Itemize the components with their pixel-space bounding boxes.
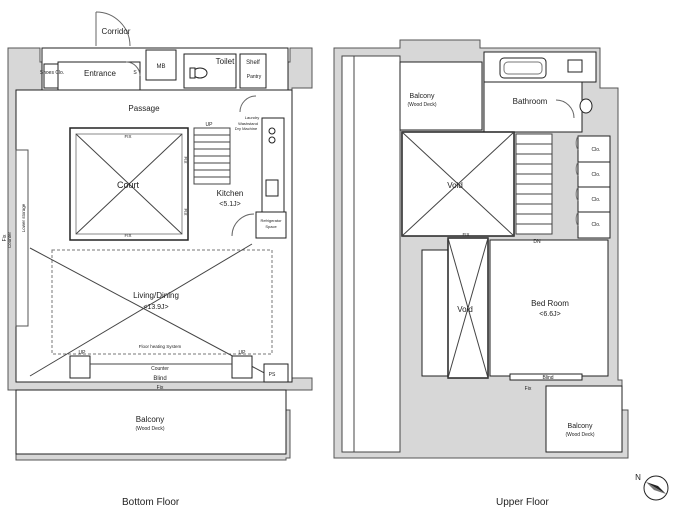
closet-label-3: Clo. (592, 197, 601, 203)
upper-balcony-top (399, 61, 483, 131)
living-size-label: <13.9J> (143, 304, 168, 311)
upper-balcony-top-sub: (Wood Deck) (407, 102, 436, 108)
floor-heating-label: Floor heating System (139, 344, 182, 349)
living-dining-area (51, 249, 273, 355)
upper-balcony-bottom (545, 385, 623, 453)
court-fix-side-1: FIX (183, 156, 188, 163)
upper-floor-labels: Balcony (Wood Deck) Bathroom Void Void F… (407, 93, 600, 438)
closet-label-1: Clo. (592, 147, 601, 153)
stair-up-label: UP (206, 122, 214, 128)
void-top-label: Void (447, 181, 463, 190)
fix-bottom-label: Fix (157, 385, 164, 391)
entrance-room (57, 61, 141, 91)
bedroom-size-label: <6.6J> (539, 311, 560, 318)
shelf-label: Shelf (246, 60, 260, 66)
upper-floor-plan (333, 39, 629, 459)
kitchen-label: Kitchen (217, 189, 244, 198)
court-fix-bottom-label: FIX (124, 233, 131, 238)
closet-label-2: Clo. (592, 172, 601, 178)
shoes-closet (43, 63, 59, 89)
right-step (231, 355, 253, 379)
left-up-label: UP (79, 350, 87, 356)
upper-balcony-bottom-label: Balcony (568, 423, 593, 430)
void-fix-label: FIX (462, 232, 469, 237)
upper-balcony-top-label: Balcony (410, 93, 435, 100)
counter-lower-storage (15, 149, 29, 327)
bathroom-label: Bathroom (513, 97, 548, 106)
counter-label: Counter (151, 366, 169, 372)
shelf-room (239, 53, 267, 89)
pantry-label: Pantry (247, 74, 262, 80)
bottom-floor-plan (7, 11, 313, 461)
upper-closets (575, 135, 611, 239)
bottom-floor-caption: Bottom Floor (122, 497, 180, 508)
laundry-label-3: Dry Machine (235, 126, 258, 131)
bedroom (489, 239, 609, 377)
kitchen-size-label: <5.1J> (219, 201, 240, 208)
passage-label: Passage (128, 104, 160, 113)
sb-label: S (133, 70, 137, 76)
mb-box (145, 49, 177, 81)
counter-storage-label-1: Counter (7, 231, 12, 248)
void-bottom-label: Void (457, 305, 473, 314)
ps-label: PS (269, 372, 276, 378)
mb-label: MB (157, 64, 166, 70)
upper-stair (515, 133, 553, 235)
bottom-balcony-sub-label: (Wood Deck) (135, 426, 164, 432)
upper-fix-label: Fix (525, 386, 532, 392)
court-label: Court (117, 180, 140, 190)
ps-box (263, 363, 289, 383)
court-fix-top-label: FIX (124, 134, 131, 139)
laundry-label-2: Washstand (238, 121, 258, 126)
upper-left-void-strip (341, 55, 355, 453)
refrigerator-label-2: Space (265, 224, 277, 229)
refrigerator-space (255, 211, 287, 239)
corridor-door-swing (95, 11, 131, 47)
living-dining-label: Living/Dining (133, 291, 179, 300)
shoes-closet-label: Shoes Clo. (40, 70, 64, 76)
upper-floor-caption: Upper Floor (496, 497, 549, 508)
bottom-balcony (15, 389, 287, 455)
bottom-floor-labels: Corridor Shoes Clo. Entrance S MB Toilet… (2, 27, 282, 432)
dn-label: DN (533, 239, 541, 245)
right-up-label: UP (239, 350, 247, 356)
bathroom (483, 81, 583, 133)
compass-n-label: N (635, 473, 641, 482)
bottom-balcony-label: Balcony (136, 415, 164, 424)
void-bottom (421, 249, 449, 377)
upper-balcony-bottom-sub: (Wood Deck) (565, 432, 594, 438)
bottom-stair (193, 127, 231, 185)
court-fix-side-2: FIX (183, 208, 188, 215)
upper-blind-label: Blind (542, 375, 553, 381)
refrigerator-label-1: Refrigerator (260, 218, 282, 223)
counter-storage-label-2: Lower storage (21, 203, 26, 232)
north-arrow-icon: N (635, 473, 669, 501)
closet-label-4: Clo. (592, 222, 601, 228)
entrance-label: Entrance (84, 69, 117, 78)
corridor-label: Corridor (102, 27, 131, 36)
blind-bar (509, 373, 583, 381)
left-step (69, 355, 91, 379)
bedroom-label: Bed Room (531, 299, 569, 308)
laundry-label-1: Laundry (245, 115, 259, 120)
toilet-label: Toilet (216, 57, 235, 66)
blind-label: Blind (153, 376, 166, 382)
fix-left-label: Fix (2, 234, 8, 241)
